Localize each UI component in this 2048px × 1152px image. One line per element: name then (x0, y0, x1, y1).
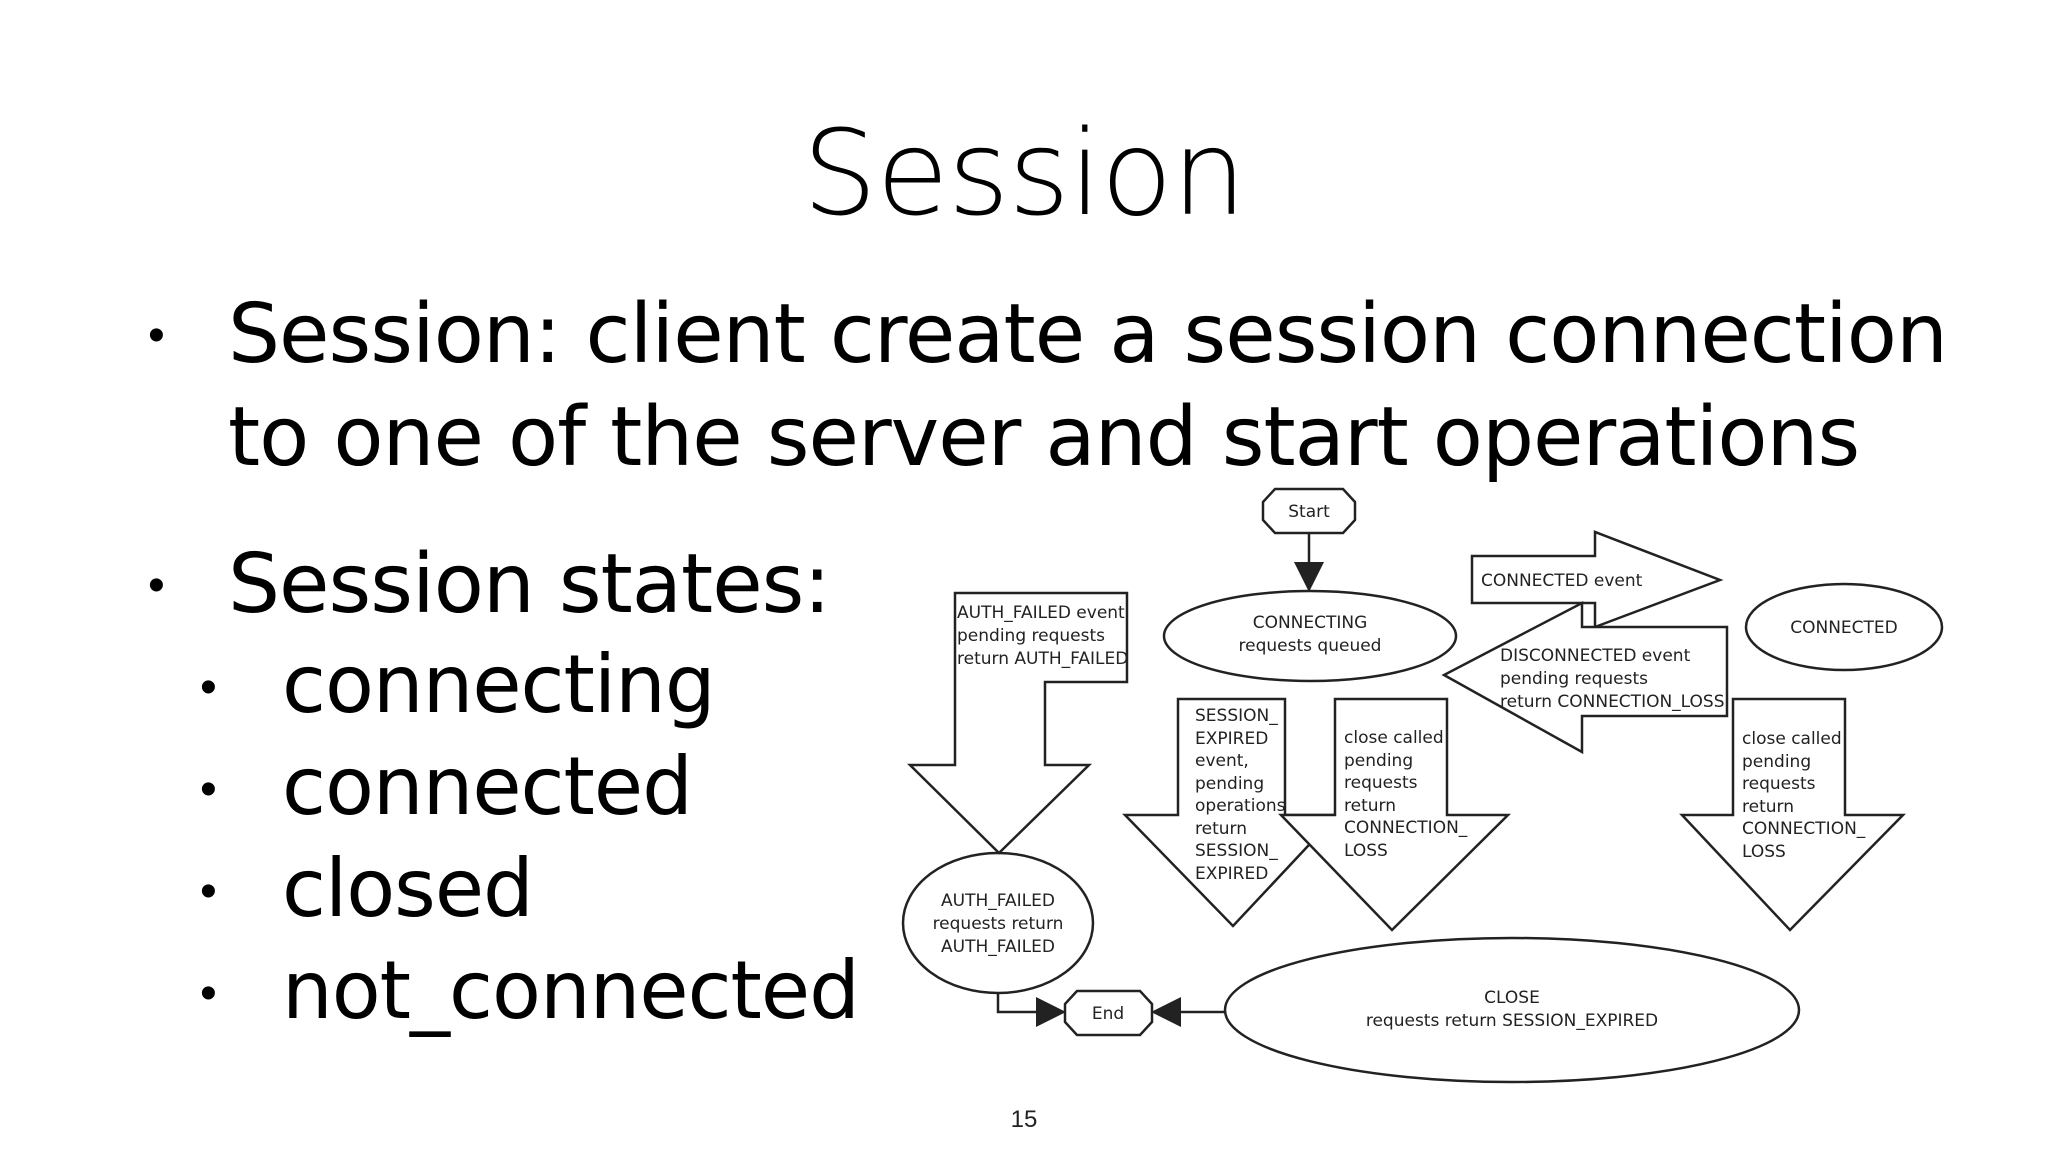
close-called-2-label: pending (1742, 752, 1811, 772)
bullet-2-line-1: Session states: (228, 537, 831, 632)
close-state (1223, 936, 1801, 1084)
connecting-label: requests queued (1239, 636, 1382, 656)
session-expired-label: SESSION_ (1195, 706, 1278, 726)
auth-failed-event-arrow (906, 591, 1129, 855)
connected-event-arrow (1470, 530, 1724, 629)
close-called-1-label: return (1344, 796, 1396, 816)
close-called-1-label: LOSS (1344, 841, 1388, 861)
auth-failed-event-label: AUTH_FAILED event (957, 603, 1125, 623)
connected-state (1744, 582, 1944, 672)
session-expired-label: SESSION_ (1195, 841, 1278, 861)
disconnected-event-label: return CONNECTION_LOSS (1500, 692, 1725, 712)
sub-bullet-dot: • (200, 661, 217, 714)
start-label: Start (1288, 502, 1330, 522)
auth-failed-state-label: AUTH_FAILED (941, 937, 1055, 957)
sub-bullet-dot: • (200, 763, 217, 816)
sub-bullet-closed: closed (282, 842, 534, 935)
sub-bullet-connected: connected (282, 740, 693, 833)
slide-title: Session (802, 104, 1246, 242)
auth-failed-state-label: requests return (933, 914, 1064, 934)
disconnected-event-label: pending requests (1500, 669, 1648, 689)
sub-bullet-dot: • (200, 967, 217, 1020)
session-expired-label: EXPIRED (1195, 864, 1268, 884)
session-expired-event-arrow (1122, 697, 1340, 928)
close-called-1-label: requests (1344, 773, 1418, 793)
bullet-1-line-2: to one of the server and start operation… (228, 390, 1860, 485)
start-node (1261, 487, 1357, 535)
session-expired-label: pending (1195, 774, 1264, 794)
bullet-dot: • (148, 559, 165, 612)
connected-event-label: CONNECTED event (1481, 571, 1643, 591)
auth-failed-state-label: AUTH_FAILED (941, 891, 1055, 911)
session-expired-label: EXPIRED (1195, 729, 1268, 749)
close-called-arrow-1 (1278, 697, 1512, 932)
sub-bullet-not-connected: not_connected (282, 944, 860, 1037)
close-called-1-label: pending (1344, 751, 1413, 771)
close-called-2-label: LOSS (1742, 842, 1786, 862)
close-state-label: CLOSE (1484, 988, 1540, 1008)
session-expired-label: event, (1195, 751, 1249, 771)
close-called-2-label: return (1742, 797, 1794, 817)
session-expired-label: return (1195, 819, 1247, 839)
sub-bullet-dot: • (200, 865, 217, 918)
session-expired-label: operations (1195, 796, 1286, 816)
auth-failed-event-label: return AUTH_FAILED (957, 649, 1128, 669)
bullet-1-line-1: Session: client create a session connect… (228, 287, 1948, 382)
close-called-arrow-2 (1679, 697, 1906, 932)
close-state-label: requests return SESSION_EXPIRED (1366, 1011, 1658, 1031)
page-number: 15 (1010, 1106, 1038, 1133)
close-called-2-label: CONNECTION_ (1742, 819, 1866, 839)
connected-label: CONNECTED (1790, 618, 1898, 638)
bullet-dot: • (148, 309, 165, 362)
disconnected-event-arrow (1441, 600, 1729, 755)
close-called-2-label: requests (1742, 774, 1816, 794)
sub-bullet-connecting: connecting (282, 638, 716, 731)
close-called-2-label: close called (1742, 729, 1842, 749)
auth-failed-to-end-line (996, 993, 1066, 1027)
end-label: End (1092, 1004, 1124, 1024)
close-called-1-label: close called (1344, 728, 1444, 748)
auth-failed-event-label: pending requests (957, 626, 1105, 646)
disconnected-event-label: DISCONNECTED event (1500, 646, 1691, 666)
close-called-1-label: CONNECTION_ (1344, 818, 1468, 838)
connecting-label: CONNECTING (1253, 613, 1368, 633)
